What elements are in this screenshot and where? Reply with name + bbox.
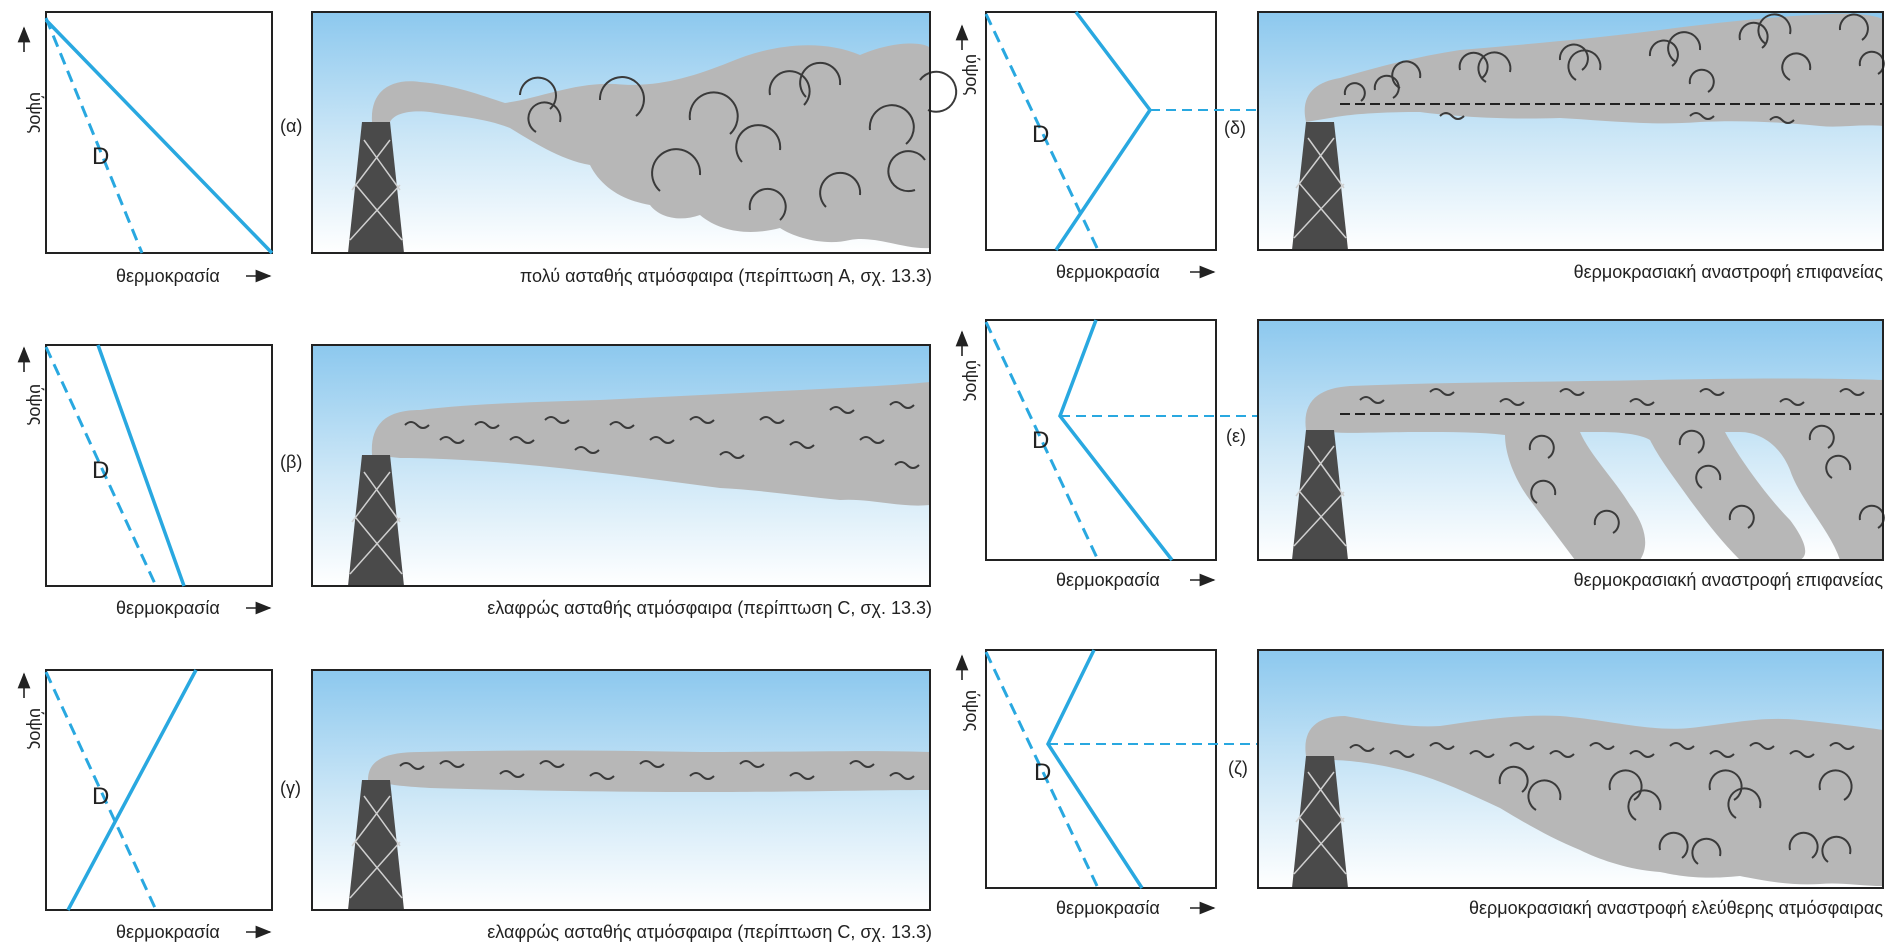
wavy-eddies-c: [399, 760, 915, 780]
dry-adiabat-line-b: [44, 346, 158, 587]
smokestack-f: [1292, 756, 1348, 888]
dry-adiabat-label-e: D: [1032, 427, 1049, 454]
plume-scene-a: [311, 11, 958, 254]
panel-letter-b: (β): [280, 452, 302, 472]
caption-a: πολύ ασταθής ατμόσφαιρα (περίπτωση A, σχ…: [520, 266, 932, 286]
smoke-plume-b: [371, 382, 931, 506]
caption-f: θερμοκρασιακή αναστροφή ελεύθερης ατμόσφ…: [1469, 898, 1883, 918]
panel-b: D θερμοκρασία ύψος (β): [17, 344, 932, 618]
plume-scene-f: [1257, 649, 1884, 889]
height-axis-label-e: ύψος: [962, 360, 982, 402]
temperature-axis-label-e: θερμοκρασία: [1056, 570, 1160, 590]
dry-adiabat-label-f: D: [1034, 759, 1051, 786]
caption-d: θερμοκρασιακή αναστροφή επιφανείας: [1574, 262, 1884, 282]
height-axis-label-a: ύψος: [26, 92, 46, 134]
smoke-plume-c: [368, 750, 930, 792]
profile-graph-d: D θερμοκρασία ύψος: [955, 10, 1217, 282]
wavy-eddies-b: [404, 401, 920, 469]
panel-letter-e: (ε): [1226, 426, 1246, 446]
temperature-profile-a: [44, 18, 274, 255]
panel-e: D θερμοκρασία ύψος (ε): [955, 319, 1885, 590]
caption-e: θερμοκρασιακή αναστροφή επιφανείας: [1574, 570, 1884, 590]
dry-adiabat-line-d: [984, 13, 1100, 251]
smokestack-a: [348, 122, 404, 253]
panel-letter-d: (δ): [1224, 118, 1246, 138]
smoke-plume-e: [1305, 378, 1883, 560]
temperature-axis-label-a: θερμοκρασία: [116, 266, 220, 286]
height-axis-label-d: ύψος: [962, 54, 982, 96]
smoke-plume-d: [1304, 13, 1883, 127]
temperature-axis-label-b: θερμοκρασία: [116, 598, 220, 618]
turbulent-eddies-a: [519, 61, 958, 221]
smoke-plume-f: [1305, 715, 1883, 886]
temperature-profile-c: [66, 669, 198, 911]
dry-adiabat-line-e: [984, 321, 1100, 561]
dry-adiabat-label-b: D: [92, 457, 109, 484]
eddies-d: [1343, 13, 1885, 124]
temperature-axis-label-f: θερμοκρασία: [1056, 898, 1160, 918]
profile-graph-e: D θερμοκρασία ύψος: [955, 319, 1217, 590]
panel-f: D θερμοκρασία ύψος (ζ): [955, 649, 1884, 918]
dry-adiabat-label-d: D: [1032, 121, 1049, 148]
smoke-plume-a: [371, 43, 930, 249]
panel-letter-a: (α): [280, 116, 302, 136]
panel-a: D θερμοκρασία ύψος (α): [17, 11, 958, 286]
panel-letter-f: (ζ): [1228, 758, 1248, 778]
eddies-f: [1349, 742, 1855, 865]
profile-graph-f: D θερμοκρασία ύψος: [955, 649, 1217, 918]
smokestack-e: [1292, 430, 1348, 560]
smokestack-d: [1292, 122, 1348, 250]
temperature-axis-label-c: θερμοκρασία: [116, 922, 220, 942]
temperature-axis-label-d: θερμοκρασία: [1056, 262, 1160, 282]
dry-adiabat-label-a: D: [92, 143, 109, 170]
panel-letter-c: (γ): [280, 778, 301, 798]
smokestack-b: [348, 455, 404, 586]
panel-c: D θερμοκρασία ύψος (γ): [17, 669, 932, 942]
plume-scene-e: [1257, 319, 1885, 561]
dry-adiabat-line-c: [44, 671, 158, 911]
profile-graph-c: D θερμοκρασία ύψος: [17, 669, 273, 942]
plume-scene-b: [311, 344, 931, 587]
profile-graph-b: D θερμοκρασία ύψος: [17, 344, 273, 618]
smokestack-c: [348, 780, 404, 910]
dry-adiabat-label-c: D: [92, 783, 109, 810]
dry-adiabat-line-a: [44, 17, 144, 254]
plume-scene-d: [1257, 11, 1885, 251]
temperature-profile-b: [96, 344, 186, 587]
dry-adiabat-line-f: [984, 651, 1100, 889]
height-axis-label-b: ύψος: [26, 384, 46, 426]
height-axis-label-f: ύψος: [962, 690, 982, 732]
caption-b: ελαφρώς ασταθής ατμόσφαιρα (περίπτωση C,…: [487, 598, 932, 618]
panel-d: D θερμοκρασία ύψος (δ): [955, 10, 1885, 282]
plume-scene-c: [311, 669, 931, 911]
caption-c: ελαφρώς ασταθής ατμόσφαιρα (περίπτωση C,…: [487, 922, 932, 942]
height-axis-label-c: ύψος: [26, 708, 46, 750]
profile-graph-a: D θερμοκρασία ύψος: [17, 11, 274, 286]
